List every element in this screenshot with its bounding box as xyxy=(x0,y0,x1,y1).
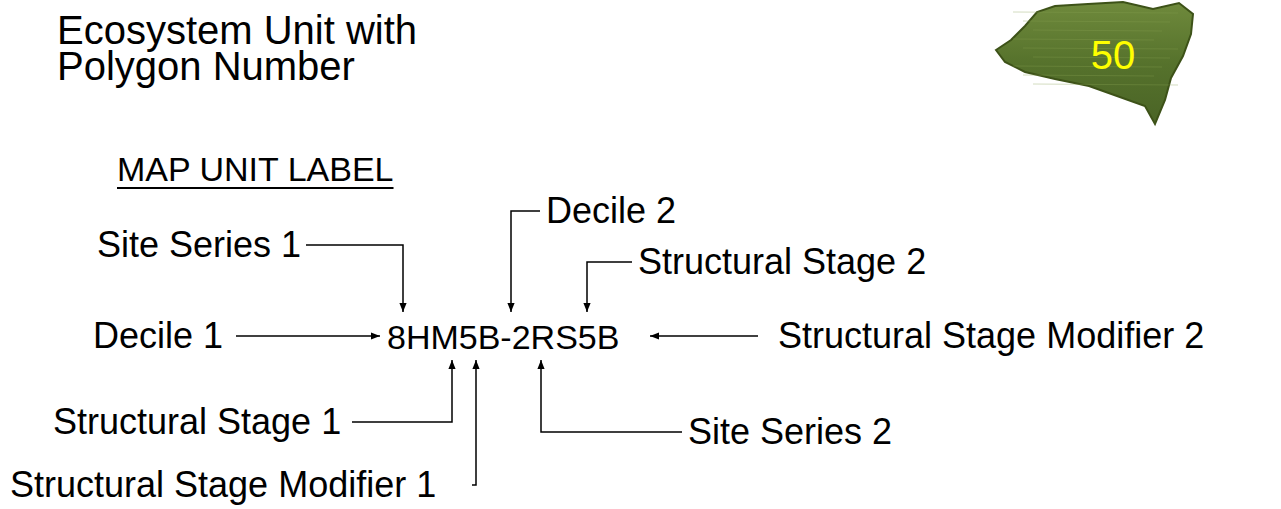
callout-label: Structural Stage Modifier 2 xyxy=(778,316,1204,356)
callout-label: Structural Stage 1 xyxy=(53,402,341,442)
callout-label: Site Series 1 xyxy=(97,225,301,265)
callout-label: Decile 2 xyxy=(546,191,676,231)
leader-line xyxy=(587,262,632,312)
map-unit-code: 8HM5B-2RS5B xyxy=(387,317,619,357)
polygon-number: 50 xyxy=(1091,33,1136,78)
section-heading: MAP UNIT LABEL xyxy=(117,149,394,189)
leader-line xyxy=(352,360,452,422)
diagram-title: Ecosystem Unit with Polygon Number xyxy=(57,12,497,84)
callout-label: Site Series 2 xyxy=(688,412,892,452)
leader-line xyxy=(541,360,682,432)
leader-line xyxy=(236,335,380,337)
polygon-shape: 50 xyxy=(993,0,1197,128)
callout-label: Structural Stage Modifier 1 xyxy=(10,465,436,505)
leader-line xyxy=(511,211,540,312)
leader-line xyxy=(306,245,403,312)
callout-label: Structural Stage 2 xyxy=(638,242,926,282)
leader-line xyxy=(650,335,758,337)
leader-line xyxy=(472,360,476,485)
callout-label: Decile 1 xyxy=(93,316,223,356)
